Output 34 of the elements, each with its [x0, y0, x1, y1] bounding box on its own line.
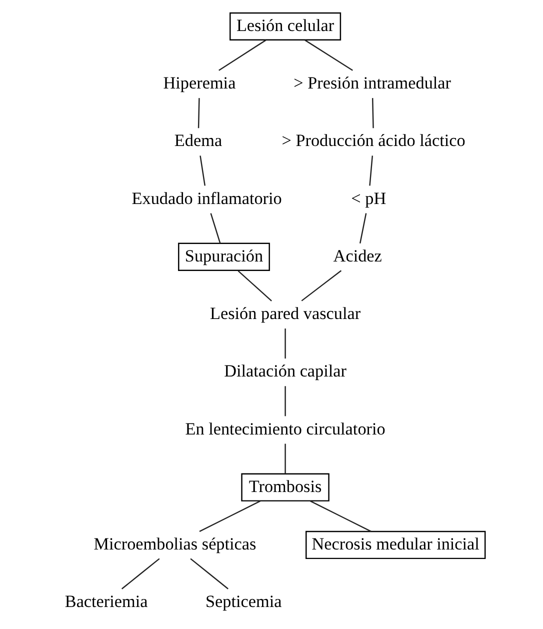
node-box: Supuración [178, 242, 270, 271]
connector [198, 98, 200, 128]
connector [218, 40, 266, 71]
node-text: < pH [351, 188, 386, 208]
connector [310, 500, 372, 532]
node-text: Hiperemia [163, 74, 236, 93]
node-text: Edema [174, 131, 222, 150]
connector [372, 98, 374, 128]
node-text: > Presión intramedular [294, 74, 452, 93]
node-text: > Producción ácido láctico [282, 131, 466, 150]
connector [301, 270, 342, 302]
connector [199, 500, 261, 532]
node-box: Lesión celular [230, 12, 342, 41]
node-box: Trombosis [241, 473, 330, 502]
connector [304, 40, 353, 71]
connector [369, 156, 374, 186]
node-text: Microembolias sépticas [94, 534, 256, 554]
node-box: Necrosis medular inicial [306, 530, 486, 560]
connector [200, 156, 206, 186]
node-text: Dilatación capilar [224, 362, 346, 381]
connector [284, 444, 286, 474]
node-text: Exudado inflamatorio [132, 188, 282, 208]
node-text: Bacteriemia [64, 592, 148, 612]
connector [238, 270, 272, 302]
node-text: Lesión pared vascular [210, 304, 361, 324]
connector [284, 328, 286, 359]
node-text: Acidez [333, 246, 382, 266]
node-text: En lentecimiento circulatorio [185, 419, 386, 438]
connector [359, 213, 367, 244]
connector [210, 213, 221, 244]
connector [121, 558, 160, 590]
connector [284, 386, 286, 416]
connector [190, 558, 228, 590]
node-text: Septicemia [205, 592, 282, 612]
